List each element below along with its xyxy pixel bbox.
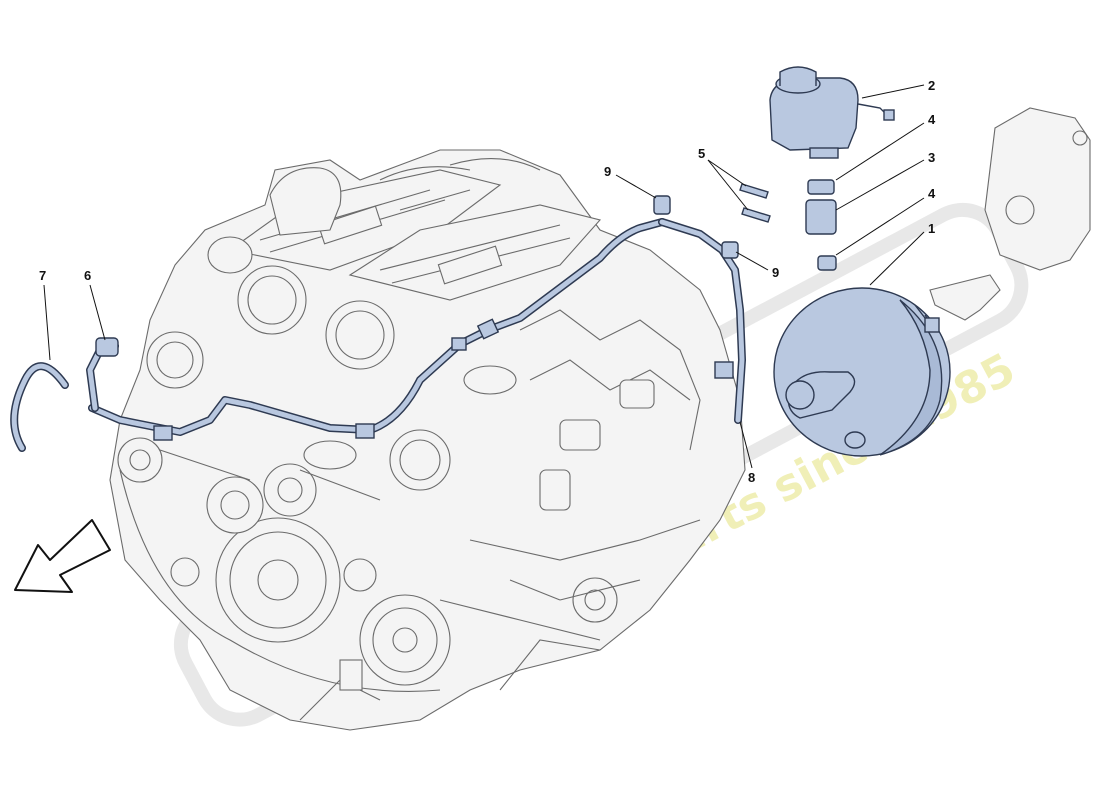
pin-5-upper [739, 183, 769, 199]
pin-5-lower [741, 207, 771, 223]
clip-9-lower [721, 241, 739, 259]
callout-8: 8 [748, 470, 755, 485]
leader-lines [43, 84, 925, 469]
clip-9-upper [653, 195, 671, 215]
callout-6: 6 [84, 268, 91, 283]
engine-assembly [109, 149, 746, 731]
adapter-3 [805, 199, 837, 235]
brake-booster [773, 287, 951, 457]
callout-2: 2 [928, 78, 935, 93]
seal-4-lower [817, 255, 837, 271]
callout-5: 5 [698, 146, 705, 161]
callout-3: 3 [928, 150, 935, 165]
seals-and-adapters [739, 179, 837, 271]
callout-4-lower: 4 [928, 186, 936, 201]
callout-9-upper: 9 [604, 164, 611, 179]
hose-main [89, 219, 665, 435]
callout-7: 7 [39, 268, 46, 283]
hose-7 [11, 363, 68, 451]
pedal-bracket [929, 107, 1091, 321]
vacuum-hose-assembly [10, 195, 746, 452]
callout-labels: 1 2 3 4 4 5 6 7 8 9 9 [39, 78, 936, 485]
brake-fluid-reservoir [769, 66, 895, 159]
arrow-down-left-icon [14, 519, 111, 593]
seal-4-upper [807, 179, 835, 195]
callout-9-lower: 9 [772, 265, 779, 280]
callout-4-upper: 4 [928, 112, 936, 127]
callout-1: 1 [928, 221, 935, 236]
hose-8 [659, 219, 745, 423]
